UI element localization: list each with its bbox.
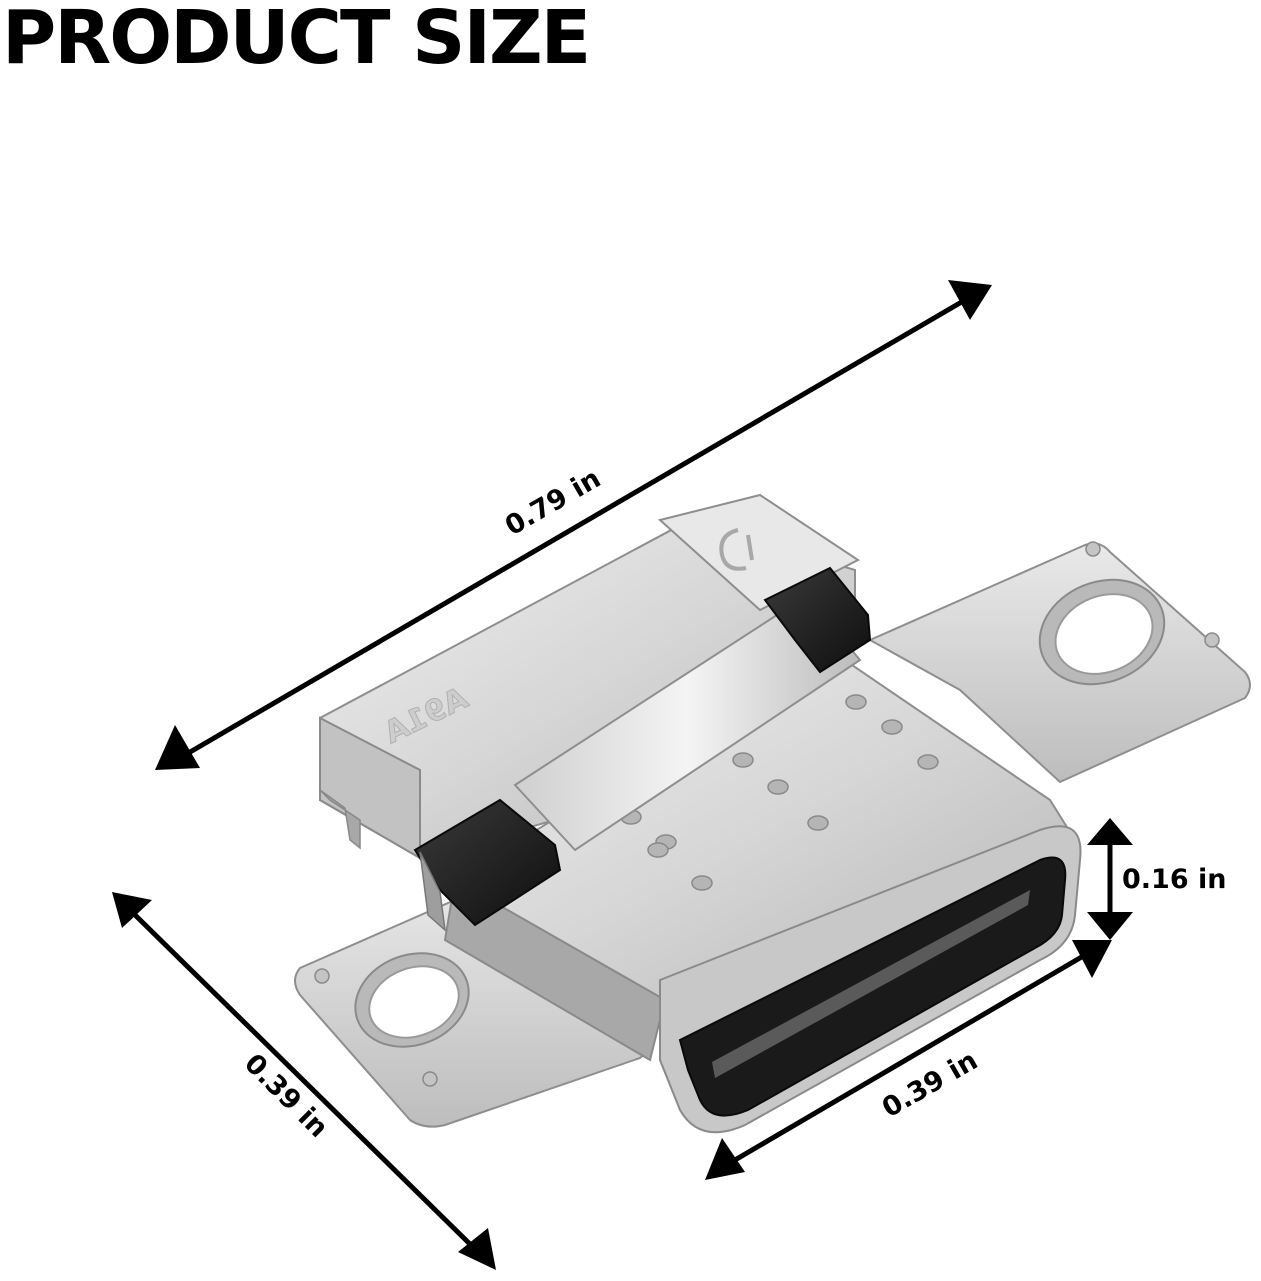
left-mounting-flange [294, 876, 652, 1128]
embossed-logo-icon [719, 528, 754, 571]
dimension-arrows [112, 280, 1133, 1270]
depth-arrow [112, 892, 496, 1270]
height-label: 0.16 in [1122, 864, 1227, 895]
port-width-arrow [705, 940, 1112, 1180]
height-arrow [1087, 818, 1133, 940]
port-width-label: 0.39 in [877, 1045, 983, 1124]
usb-c-connector: A91A [294, 493, 1251, 1134]
usb-c-receptacle [659, 825, 1082, 1134]
right-mounting-flange [867, 541, 1251, 784]
contact-dots [620, 694, 939, 891]
length-label: 0.79 in [500, 463, 606, 542]
page-title: PRODUCT SIZE [2, 0, 591, 81]
plastic-clip-right [763, 566, 872, 674]
plastic-clip-left [413, 798, 562, 932]
connector-shell [443, 648, 1077, 1062]
length-arrow [155, 280, 992, 770]
